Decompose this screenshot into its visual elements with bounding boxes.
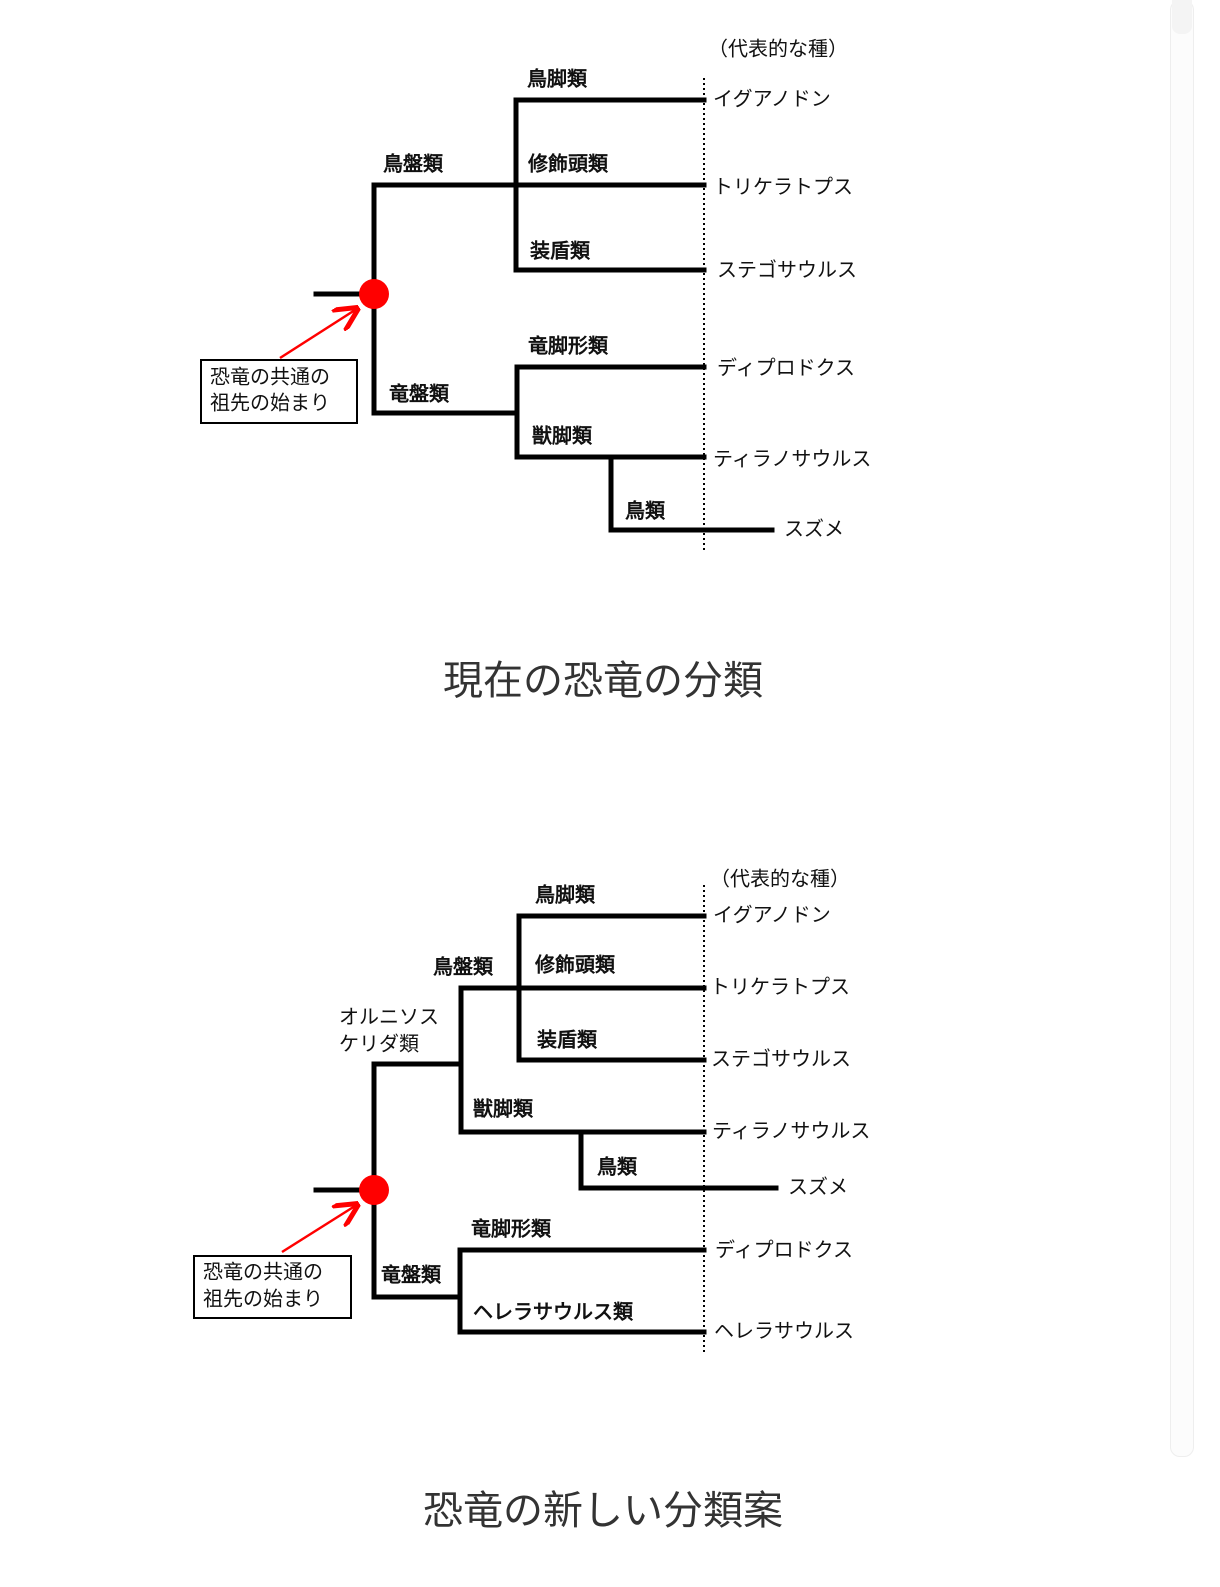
- arrow-icon: [281, 1206, 355, 1254]
- species-header: （代表的な種）: [708, 37, 848, 61]
- clade-label: ヘレラサウルス類: [473, 1300, 634, 1324]
- common-ancestor-node: [359, 279, 389, 309]
- scrollbar-thumb[interactable]: [1172, 0, 1192, 34]
- clade-label: 鳥脚類: [527, 67, 588, 91]
- clade-label: オルニソス: [339, 1005, 439, 1029]
- root-note-box: [200, 359, 358, 424]
- root-note-line1: 恐竜の共通の: [203, 1260, 323, 1284]
- species-header: （代表的な種）: [710, 867, 850, 891]
- current-classification-tree: 恐竜の共通の 祖先の始まり （代表的な種） 鳥盤類 鳥脚類 修飾頭類 装盾類 竜…: [200, 37, 871, 552]
- clade-label: 鳥盤類: [433, 955, 494, 979]
- species-label: トリケラトプス: [710, 975, 850, 999]
- clade-label: 竜盤類: [381, 1263, 442, 1287]
- ornithischia-branch: [458, 913, 707, 1063]
- clade-label: 装盾類: [529, 239, 591, 263]
- clade-label: 鳥類: [597, 1155, 638, 1179]
- clade-label: 鳥類: [625, 499, 666, 523]
- species-label: ヘレラサウルス: [714, 1319, 854, 1343]
- scrollbar-track[interactable]: [1170, 0, 1194, 1457]
- clade-label: 竜脚形類: [471, 1217, 552, 1241]
- species-label: トリケラトプス: [713, 175, 853, 199]
- species-label: イグアノドン: [713, 903, 831, 927]
- species-label: ディプロドクス: [715, 1238, 853, 1262]
- ornithischia-branch: [371, 97, 707, 273]
- species-label: スズメ: [784, 517, 844, 541]
- species-label: ディプロドクス: [717, 356, 855, 380]
- species-label: ステゴサウルス: [711, 1047, 851, 1071]
- caption-new: 恐竜の新しい分類案: [423, 1488, 783, 1534]
- root-note-line2: 祖先の始まり: [210, 391, 330, 415]
- saurischia-branch: [371, 364, 775, 533]
- arrow-icon: [279, 310, 355, 360]
- caption-current: 現在の恐竜の分類: [443, 658, 763, 704]
- clade-label: 竜脚形類: [528, 334, 609, 358]
- theropoda-branch: [458, 1129, 779, 1191]
- root-note-box: [193, 1255, 352, 1319]
- root-note-line1: 恐竜の共通の: [210, 365, 330, 389]
- root-note-line2: 祖先の始まり: [203, 1287, 323, 1311]
- clade-label: 装盾類: [536, 1028, 598, 1052]
- clade-label: 修飾頭類: [527, 152, 609, 176]
- species-label: ティラノサウルス: [712, 1119, 870, 1143]
- clade-label: 鳥脚類: [535, 883, 596, 907]
- new-classification-tree: 恐竜の共通の 祖先の始まり （代表的な種） オルニソス ケリダ類 鳥盤類 鳥脚類…: [193, 867, 870, 1352]
- clade-label: 獣脚類: [473, 1097, 534, 1121]
- clade-label: 修飾頭類: [534, 953, 616, 977]
- clade-label: 鳥盤類: [383, 152, 444, 176]
- species-label: ティラノサウルス: [713, 447, 871, 471]
- clade-label: ケリダ類: [339, 1032, 419, 1056]
- saurischia-branch: [371, 1247, 707, 1335]
- species-label: ステゴサウルス: [717, 258, 857, 282]
- common-ancestor-node: [359, 1175, 389, 1205]
- ornithoscelida-branch: [371, 985, 464, 1135]
- species-label: スズメ: [788, 1175, 848, 1199]
- clade-label: 獣脚類: [532, 424, 593, 448]
- clade-label: 竜盤類: [389, 382, 450, 406]
- species-label: イグアノドン: [713, 87, 831, 111]
